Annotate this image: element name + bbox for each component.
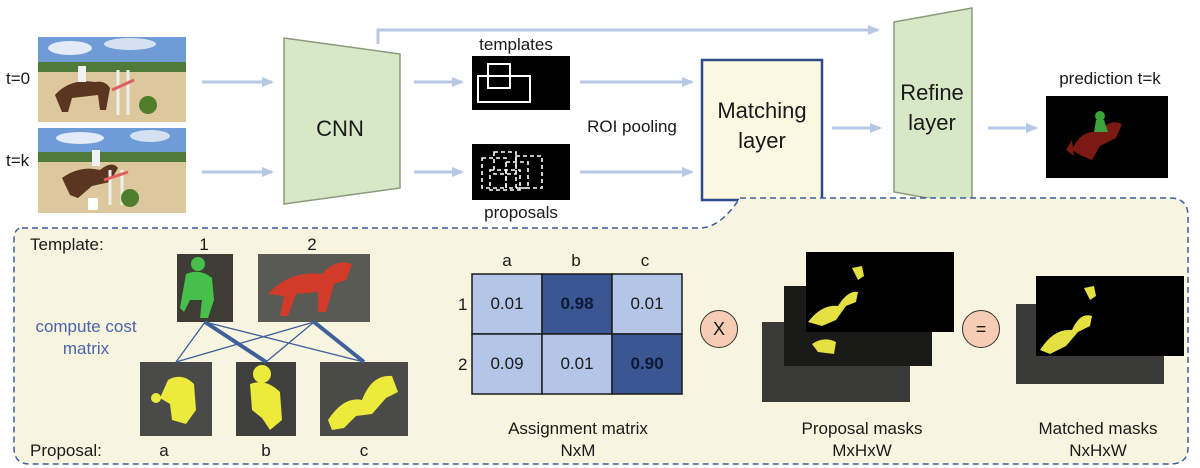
matrix-cell-bg [541, 333, 613, 395]
matrix-col-b: b [571, 251, 581, 270]
matched-masks-stack [1016, 276, 1184, 384]
matrix-cell-1a: 0.01 [490, 294, 524, 313]
matrix-cell-1c: 0.01 [630, 294, 664, 313]
matrix-cell-bg [471, 273, 543, 335]
roi-pooling-label: ROI pooling [587, 117, 677, 136]
proposal-masks-caption-1: Proposal masks [801, 419, 923, 438]
proposal-a-image [140, 362, 212, 436]
template-1-image [177, 254, 233, 322]
matrix-cell-2c: 0.90 [630, 354, 664, 373]
proposal-id-b: b [261, 441, 271, 460]
matrix-cell-bg [611, 273, 683, 335]
cnn-block [283, 37, 401, 205]
assignment-caption-1: Assignment matrix [508, 419, 648, 438]
prediction-mask [1046, 96, 1168, 178]
matrix-row-2: 2 [458, 355, 468, 374]
template-2-image [258, 254, 370, 322]
cost-lines [175, 320, 366, 364]
proposal-c-image [320, 362, 408, 436]
matrix-cell-1b: 0.98 [560, 294, 594, 313]
template-id-1: 1 [199, 235, 209, 254]
proposal-b-image [236, 362, 296, 436]
compute-cost-label-1: compute cost [35, 317, 137, 336]
prediction-label: prediction t=k [1059, 69, 1161, 88]
matrix-cell-bg [471, 333, 543, 395]
template-id-2: 2 [307, 235, 317, 254]
frame-t0-image [38, 37, 186, 122]
multiply-operator: X [700, 310, 738, 348]
cnn-label: CNN [316, 116, 364, 141]
templates-map [472, 56, 570, 110]
matched-masks-caption-1: Matched masks [1038, 419, 1158, 438]
matrix-cell-bg [541, 273, 613, 335]
compute-cost-label-2: matrix [62, 339, 110, 358]
equals-operator: = [962, 310, 1000, 348]
refine-layer-block [893, 7, 973, 207]
matrix-cell-2a: 0.09 [490, 354, 524, 373]
matrix-cell-2b: 0.01 [560, 354, 594, 373]
proposal-heading: Proposal: [30, 441, 102, 460]
proposals-label: proposals [484, 203, 558, 222]
matching-layer-label-2: layer [738, 128, 786, 153]
refine-layer-label-2: layer [908, 110, 956, 135]
assignment-caption-2: NxM [560, 441, 596, 460]
matching-layer-block [700, 58, 824, 202]
frame-t0-label: t=0 [6, 69, 31, 88]
refine-layer-label-1: Refine [900, 80, 964, 105]
proposal-masks-caption-2: MxHxW [832, 441, 892, 460]
assignment-matrix [471, 273, 683, 395]
template-heading: Template: [30, 235, 104, 254]
matrix-col-a: a [502, 251, 512, 270]
proposals-map [472, 144, 570, 200]
matrix-row-1: 1 [458, 295, 468, 314]
matrix-cell-bg [611, 333, 683, 395]
proposal-id-a: a [159, 441, 169, 460]
templates-label: templates [479, 35, 553, 54]
proposal-masks-stack [762, 252, 954, 402]
frame-tk-label: t=k [6, 151, 30, 170]
frame-tk-image [38, 128, 186, 213]
matched-masks-caption-2: NxHxW [1069, 441, 1127, 460]
matrix-col-c: c [640, 251, 650, 270]
proposal-id-c: c [359, 441, 369, 460]
matching-layer-label-1: Matching [717, 98, 807, 123]
